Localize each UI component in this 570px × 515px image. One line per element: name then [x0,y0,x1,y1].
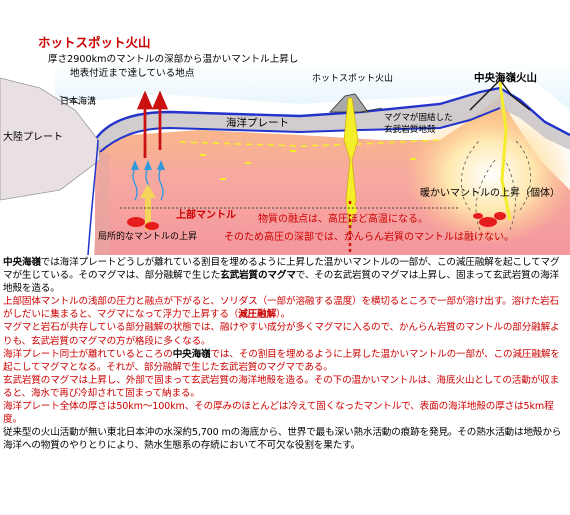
warm-mantle-rise-label: 暖かいマントルの上昇（個体） [420,186,560,199]
melting-point-line1: 物質の融点は、高圧ほど高温になる。 [258,212,428,225]
upwelling-arrowheads [131,160,165,170]
ridge-convection [460,139,532,231]
local-mantle-rise-label: 局所的なマントルの上昇 [98,230,197,242]
oceanic-plate [95,88,570,152]
plate-top-line [94,86,501,141]
ridge-conduit [498,81,512,221]
plate-yellow-dash [179,139,441,147]
magma-solidified-line1: マグマが固結した [384,111,453,123]
japan-trench-label: 日本海溝 [60,95,96,107]
basalt-magma-term: 玄武岩質のマグマ [220,270,296,282]
hotspot-red-arrows [136,90,169,158]
explanation-text: 中央海嶺では海洋プレートどうしが離れている割目を埋めるように上昇した温かいマント… [3,256,568,452]
magma-pointer [359,107,383,113]
hotspot-volcano-label: ホットスポット火山 [312,73,393,84]
melting-point-line2: そのため高圧の深部では、かんらん岩質のマントルは融けない。 [224,230,514,243]
upper-mantle-label: 上部マントル [176,208,236,221]
local-magma-blobs [127,217,159,230]
slab-line [87,139,99,255]
sea-water [55,60,570,110]
ridge-magma-blobs [473,212,506,227]
oceanic-plate-label: 海洋プレート [226,116,289,129]
hotspot-local-rise-arrowhead [140,184,156,198]
japan-trench-pointer [59,95,81,105]
paragraph-4: 海洋プレート同士が離れているところの中央海嶺では、その割目を埋めるように上昇した… [3,348,560,373]
paragraph-1: 中央海嶺では海洋プレートどうしが離れている割目を埋めるように上昇した温かいマント… [3,257,560,295]
hotspot-note-line1: 厚さ2900kmのマントルの深部から温かいマントル上昇し [48,53,298,65]
paragraph-6: 海洋プレート全体の厚さは50km～100km、その厚みのほとんどは冷えて固くなっ… [3,401,554,426]
hotspot-note-line2: 地表付近まで達している地点 [70,67,195,79]
continental-plate [0,77,101,201]
magma-solidified-line2: 玄武岩質地殻 [384,123,436,135]
slab-shade [94,152,110,255]
decompression-term: 減圧融解 [238,309,277,321]
paragraph-5: 玄武岩質のマグマは上昇し、外部で固まって玄武岩質の海洋地殻を造る。その下の温かい… [3,374,560,399]
ridge-term: 中央海嶺 [3,257,41,268]
ridge-volcano-label: 中央海嶺火山 [474,71,537,84]
ridge-volcano-peak [469,78,531,111]
diagram-title: ホットスポット火山 [38,35,151,50]
continental-plate-label: 大陸プレート [3,130,63,143]
ridge-heat-glow [405,105,570,245]
paragraph-7: 従来型の火山活動が無い東北日本沖の水深約5,700 mの海底から、世界で最も深い… [3,427,562,452]
hotspot-conduit [343,97,359,233]
hotspot-ridge-diagram: ホットスポット火山 厚さ2900kmのマントルの深部から温かいマントル上昇し 地… [0,35,570,255]
plate-specks [200,150,416,180]
ridge-term-2: 中央海嶺 [172,348,211,360]
plate-bottom-line [99,107,501,153]
paragraph-2: 上部固体マントルの浅部の圧力と融点が下がると、ソリダス（一部が溶融する温度）を横… [3,296,559,321]
paragraph-3: マグマと岩石が共存している部分融解の状態では、融けやすい成分が多くマグマに入るの… [3,322,560,347]
